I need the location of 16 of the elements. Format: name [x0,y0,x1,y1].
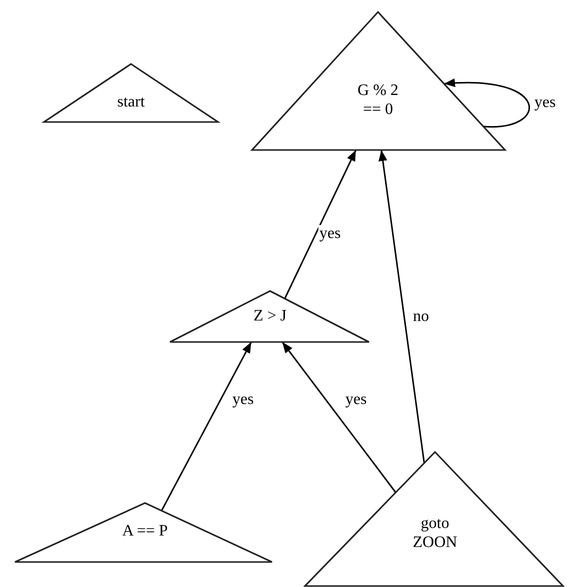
node-label: start [116,92,146,112]
arrow [282,342,396,493]
arrow [160,342,252,512]
node-label: goto ZOON [412,514,458,552]
triangle-node [305,452,563,586]
triangle-node [15,503,272,562]
edge-label: yes [318,225,342,243]
triangle-node [44,64,218,122]
arrow [378,150,425,464]
node-label: G % 2 == 0 [356,81,400,119]
node-label: A == P [121,522,169,540]
arrow [284,150,357,299]
triangle-node [252,12,505,150]
arrow [444,78,530,128]
triangle-node [170,291,369,342]
node-label: Z > J [252,306,288,326]
